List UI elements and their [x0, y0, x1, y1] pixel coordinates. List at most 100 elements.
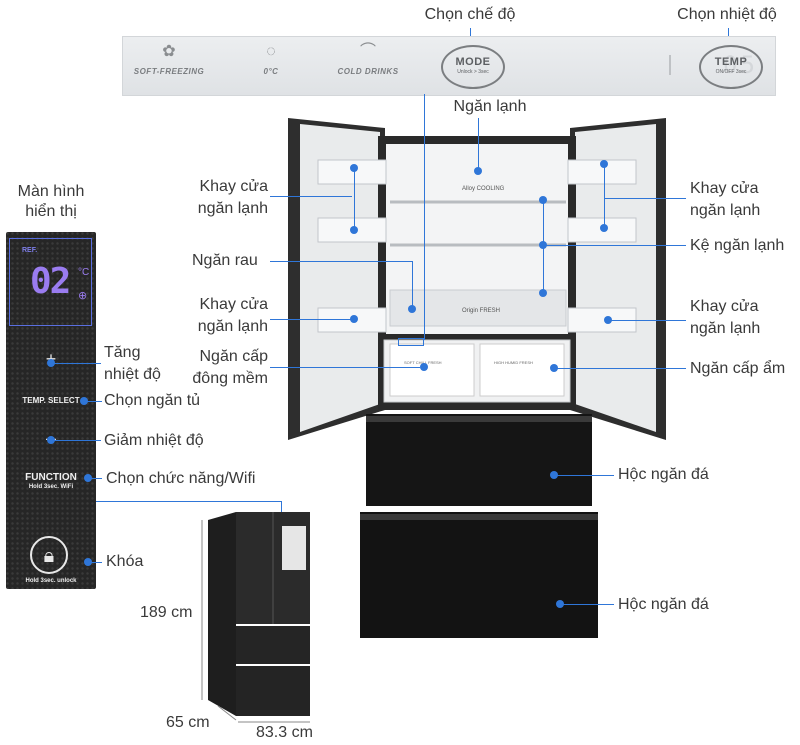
- leader-shelf: [544, 245, 686, 246]
- alloy-cooling-text: Alloy COOLING: [462, 186, 505, 192]
- left-door-inner: [300, 124, 380, 432]
- display-ref: REF.: [22, 247, 38, 254]
- leader-left-tray-2: [270, 319, 352, 320]
- leader-veg: [270, 261, 412, 262]
- dot-ice-2: [556, 600, 564, 608]
- origin-fresh-text: Origin FRESH: [462, 308, 501, 314]
- connector-horizontal: [96, 501, 281, 502]
- soft-freezing-text: SOFT-FREEZING: [133, 67, 205, 76]
- leader-mode-down: [424, 94, 425, 340]
- dot-left-tray-1b: [350, 226, 358, 234]
- cold-drinks-item[interactable]: ⌒ COLD DRINKS: [333, 43, 403, 76]
- dot-left-tray-1a: [350, 164, 358, 172]
- leader-right-tray-1: [604, 198, 686, 199]
- mode-label: Chọn chế độ: [424, 6, 516, 23]
- ice-drawer-1: [366, 414, 592, 506]
- dot-right-tray-1b: [600, 224, 608, 232]
- ice-drawer-2-label: Hộc ngăn đá: [618, 596, 709, 613]
- veg-drawer: [389, 289, 567, 327]
- leader-select: [84, 401, 102, 402]
- door-tray-right-1-line1: Khay cửa: [690, 180, 759, 197]
- leader-ice-2: [560, 604, 614, 605]
- leader-left-tray-1: [270, 196, 352, 197]
- cold-drinks-text: COLD DRINKS: [337, 67, 399, 76]
- door-tray-right-1-label: Khay cửa ngăn lạnh: [690, 178, 760, 222]
- temp-button-label: TEMP: [714, 56, 748, 68]
- high-humid-text: HIGH HUMID FRESH: [494, 360, 533, 365]
- temp-button[interactable]: TEMP ON/OFF 3sec: [699, 45, 763, 89]
- zero-degree-item[interactable]: ◌ 0°C: [241, 43, 301, 76]
- mode-button-label: MODE: [455, 56, 491, 68]
- dot-left-tray-2: [350, 315, 358, 323]
- mode-button[interactable]: MODE Unlock > 3sec: [441, 45, 505, 89]
- leader-fridge: [478, 118, 479, 168]
- dot-fridge: [474, 167, 482, 175]
- display-screen: REF. 02 °C ⊕: [9, 238, 92, 326]
- veg-drawer-label: Ngăn rau: [192, 252, 258, 269]
- leader-veg-v: [412, 261, 413, 307]
- leader-function: [88, 478, 102, 479]
- temperature-icon: ◌: [266, 43, 276, 60]
- soft-freeze-line2: đông mềm: [192, 370, 268, 387]
- door-tray-left-1-label: Khay cửa ngăn lạnh: [176, 176, 268, 220]
- display-label-line2: hiển thị: [25, 203, 77, 220]
- door-tray-left-2-label: Khay cửa ngăn lạnh: [176, 294, 268, 338]
- function-sub: Hold 3sec. WiFi: [28, 484, 74, 490]
- door-tray-right-2-line2: ngăn lạnh: [690, 320, 761, 337]
- dot-shelf-2: [539, 241, 547, 249]
- moist-drawer-label: Ngăn cấp ẩm: [690, 360, 786, 377]
- separator: [669, 55, 671, 75]
- dot-shelf-1: [539, 196, 547, 204]
- leader-right-tray-1-v: [604, 164, 605, 228]
- temp-up-label: Tăng nhiệt độ: [104, 342, 161, 386]
- display-label: Màn hình hiển thị: [6, 182, 96, 222]
- height-dimension: 189 cm: [140, 604, 193, 621]
- mode-target-box: [398, 338, 424, 346]
- temp-leader: [728, 28, 729, 38]
- leader-left-tray-1-v: [354, 168, 355, 230]
- bottle-icon: ⌒: [359, 43, 376, 60]
- lock-hint: Hold 3sec. unlock: [25, 578, 77, 584]
- leader-moist: [554, 368, 686, 369]
- control-strip: ✿ SOFT-FREEZING ◌ 0°C ⌒ COLD DRINKS MODE…: [122, 36, 776, 96]
- right-tray-2: [567, 217, 637, 243]
- drawer-left: [389, 343, 475, 397]
- dot-shelf-3: [539, 289, 547, 297]
- depth-dimension: 65 cm: [166, 714, 210, 731]
- door-tray-right-1-line2: ngăn lạnh: [690, 202, 761, 219]
- door-tray-left-1-line2: ngăn lạnh: [197, 200, 268, 217]
- fridge-compartment-label: Ngăn lạnh: [453, 98, 527, 115]
- dot-veg: [408, 305, 416, 313]
- dot-moist: [550, 364, 558, 372]
- dim-depth-line: [217, 705, 237, 721]
- dot-right-tray-2: [604, 316, 612, 324]
- leader-temp-up: [51, 363, 101, 364]
- leader-lock: [88, 562, 102, 563]
- display-label-line1: Màn hình: [17, 183, 85, 200]
- temp-button-sub: ON/OFF 3sec: [715, 69, 747, 75]
- leader-ice-1: [554, 475, 614, 476]
- snowflake-icon: ✿: [162, 43, 176, 60]
- soft-freeze-line1: Ngăn cấp: [199, 348, 269, 365]
- dot-ice-1: [550, 471, 558, 479]
- right-door-inner: [575, 124, 656, 432]
- leader-soft-freeze: [270, 367, 420, 368]
- temp-up-line1: Tăng: [104, 344, 141, 361]
- function-wifi-label: Chọn chức năng/Wifi: [106, 470, 256, 487]
- door-tray-right-2-label: Khay cửa ngăn lạnh: [690, 296, 760, 340]
- soft-chill-text: SOFT CHILL FRESH: [404, 360, 442, 365]
- fridge-shelf-label: Kệ ngăn lạnh: [690, 237, 785, 254]
- lock-icon[interactable]: 🔒︎: [30, 536, 68, 574]
- dot-right-tray-1a: [600, 160, 608, 168]
- function-button[interactable]: FUNCTION: [25, 472, 77, 483]
- soft-freezing-item[interactable]: ✿ SOFT-FREEZING: [129, 43, 209, 76]
- ice-drawer-2: [360, 512, 598, 638]
- door-tray-left-2-line2: ngăn lạnh: [197, 318, 268, 335]
- select-compartment-label: Chọn ngăn tủ: [104, 392, 201, 409]
- temp-select-button[interactable]: TEMP. SELECT: [22, 396, 80, 405]
- door-tray-left-1-line1: Khay cửa: [199, 178, 268, 195]
- mini-fridge-drawer-1: [236, 626, 310, 664]
- mini-fridge-drawer-2: [236, 666, 310, 716]
- leader-temp-down: [51, 440, 101, 441]
